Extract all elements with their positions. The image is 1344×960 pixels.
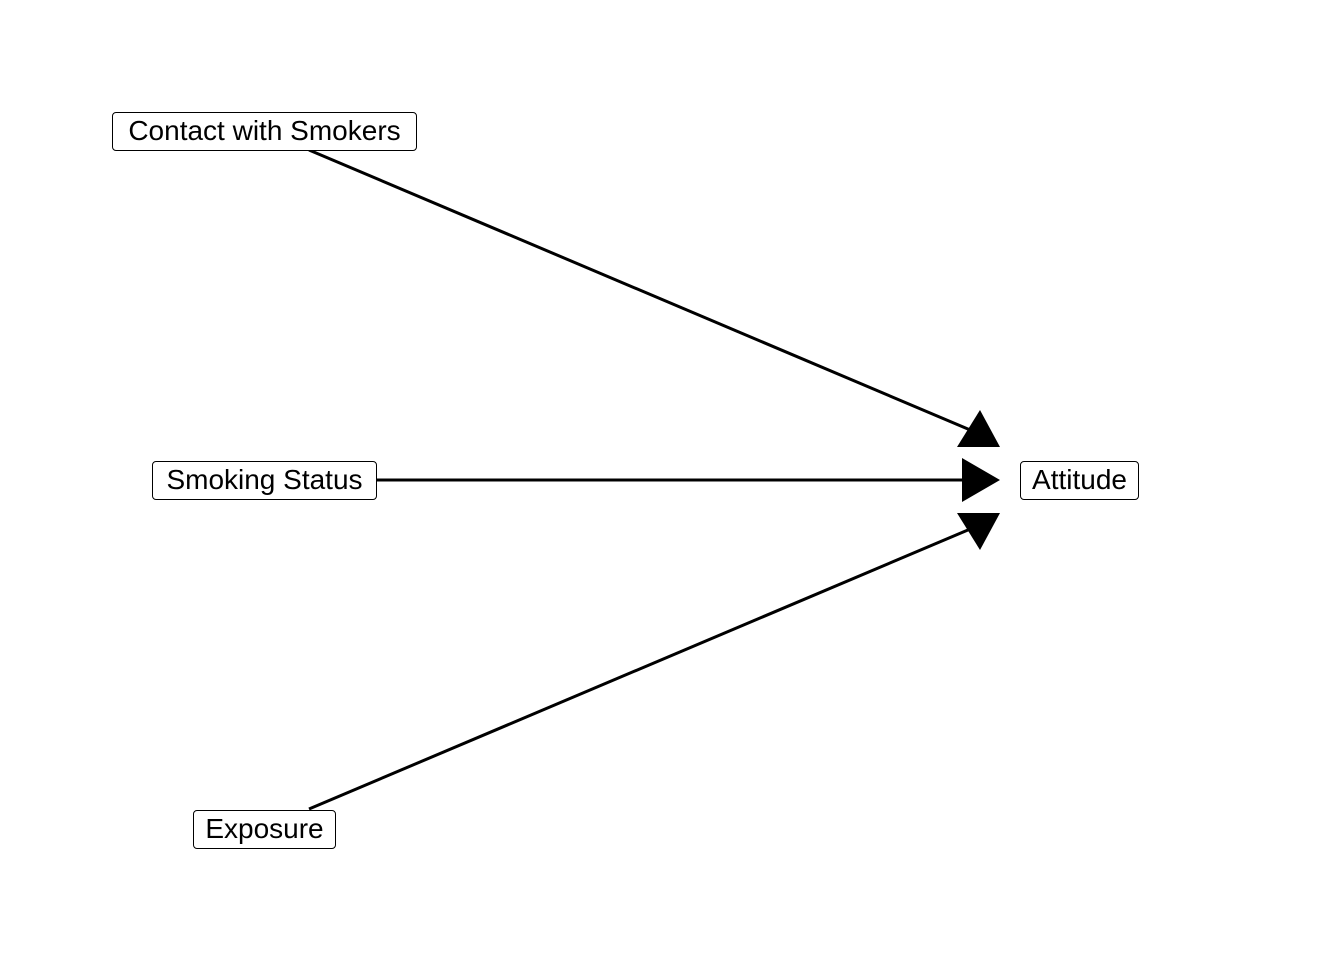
arrowhead-icon (962, 458, 1000, 502)
edge-smoking-to-attitude (377, 458, 1000, 502)
arrowhead-icon (957, 410, 1000, 447)
edge-contact-to-attitude (308, 148, 1000, 447)
node-smoking-status: Smoking Status (152, 461, 377, 500)
arrowhead-icon (957, 513, 1000, 550)
node-contact-with-smokers: Contact with Smokers (112, 112, 417, 151)
node-attitude: Attitude (1020, 461, 1139, 500)
edge-exposure-to-attitude (308, 513, 1000, 811)
node-exposure: Exposure (193, 810, 336, 849)
